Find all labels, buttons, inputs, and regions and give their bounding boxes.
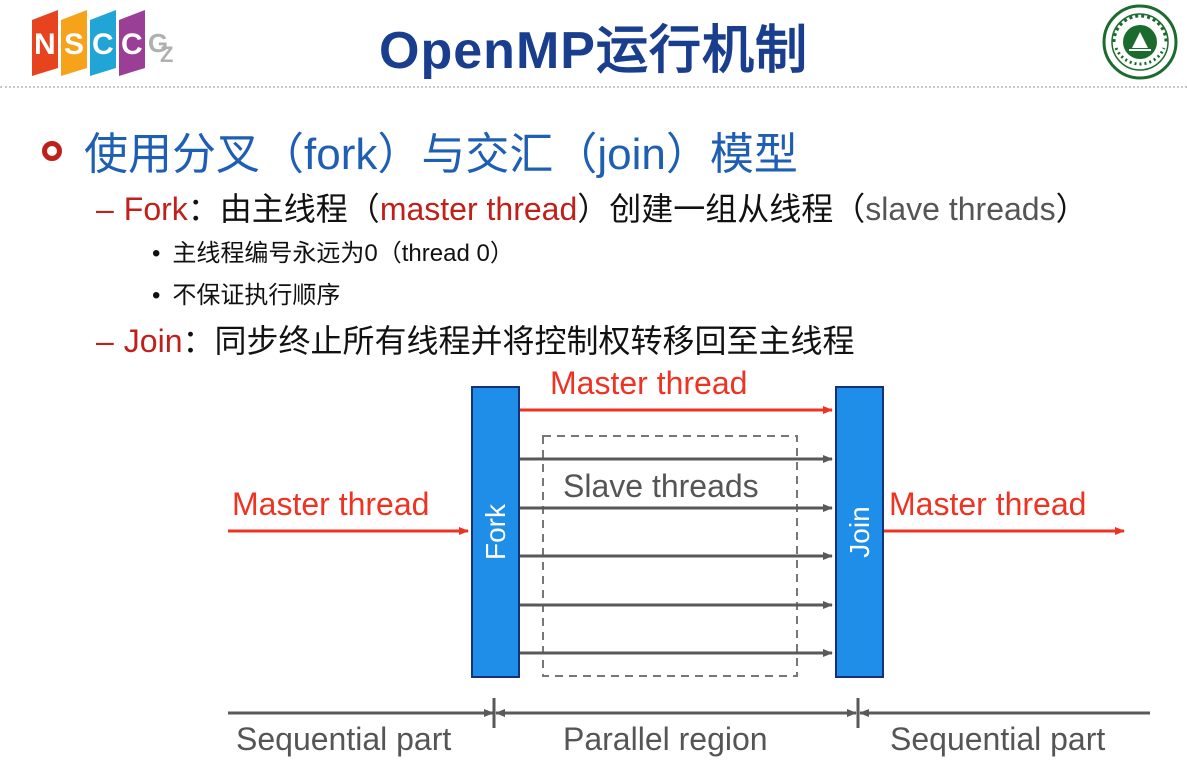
logo-letter: G — [148, 28, 168, 58]
fork-join-diagram: Fork Join Master thread Master thread Ma… — [228, 365, 1150, 757]
master-thread-label-right: Master thread — [889, 486, 1086, 522]
fork-text-3: ） — [1055, 191, 1088, 227]
fork-text-2: ）创建一组从线程（ — [577, 191, 866, 227]
dot-bullet-icon: • — [152, 282, 161, 309]
nscc-gz-logo: N S C C G Z — [32, 10, 173, 76]
fork-bar-label: Fork — [480, 503, 511, 560]
master-thread-label-left: Master thread — [232, 486, 429, 522]
bullet-join: –Join：同步终止所有线程并将控制权转移回至主线程 — [96, 316, 855, 362]
sequential-part-label-left: Sequential part — [236, 721, 451, 757]
fork-slave-term: slave threads — [865, 191, 1056, 227]
sub-bullet: • 不保证执行顺序 — [152, 275, 340, 310]
ring-bullet-icon — [42, 141, 62, 162]
fork-label: Fork — [123, 191, 188, 227]
bullet-fork: –Fork：由主线程（master thread）创建一组从线程（slave t… — [96, 184, 1088, 230]
sub-bullet-text: 不保证执行顺序 — [172, 282, 341, 309]
join-bar — [835, 386, 884, 678]
university-seal-icon — [1102, 4, 1178, 80]
sequential-part-label-right: Sequential part — [890, 721, 1105, 757]
dot-bullet-icon: • — [152, 240, 161, 267]
header-divider — [0, 86, 1187, 88]
logo-letter: Z — [160, 42, 173, 67]
logo-letter: C — [92, 28, 114, 61]
bullet-main-text: 使用分叉（fork）与交汇（join）模型 — [84, 130, 798, 179]
join-bar-label: Join — [844, 506, 875, 557]
parallel-region-label: Parallel region — [563, 721, 768, 757]
bullet-main: 使用分叉（fork）与交汇（join）模型 — [42, 118, 798, 182]
join-label: Join — [123, 323, 183, 359]
page-title: OpenMP运行机制 — [379, 22, 808, 80]
fork-text-1: ：由主线程（ — [187, 191, 380, 227]
sub-bullet-text: 主线程编号永远为0（thread 0） — [172, 240, 514, 267]
logo-letter: C — [121, 28, 143, 61]
master-thread-label-top: Master thread — [550, 365, 747, 401]
logo-letter: S — [64, 28, 84, 61]
logo-letter: N — [34, 28, 56, 61]
fork-term: master thread — [379, 191, 578, 227]
fork-bar — [471, 386, 520, 678]
dash-bullet: – — [96, 323, 114, 359]
slave-threads-label: Slave threads — [563, 468, 759, 504]
sub-bullet: • 主线程编号永远为0（thread 0） — [152, 233, 514, 268]
join-text: ：同步终止所有线程并将控制权转移回至主线程 — [182, 323, 855, 359]
dash-bullet: – — [96, 191, 114, 227]
